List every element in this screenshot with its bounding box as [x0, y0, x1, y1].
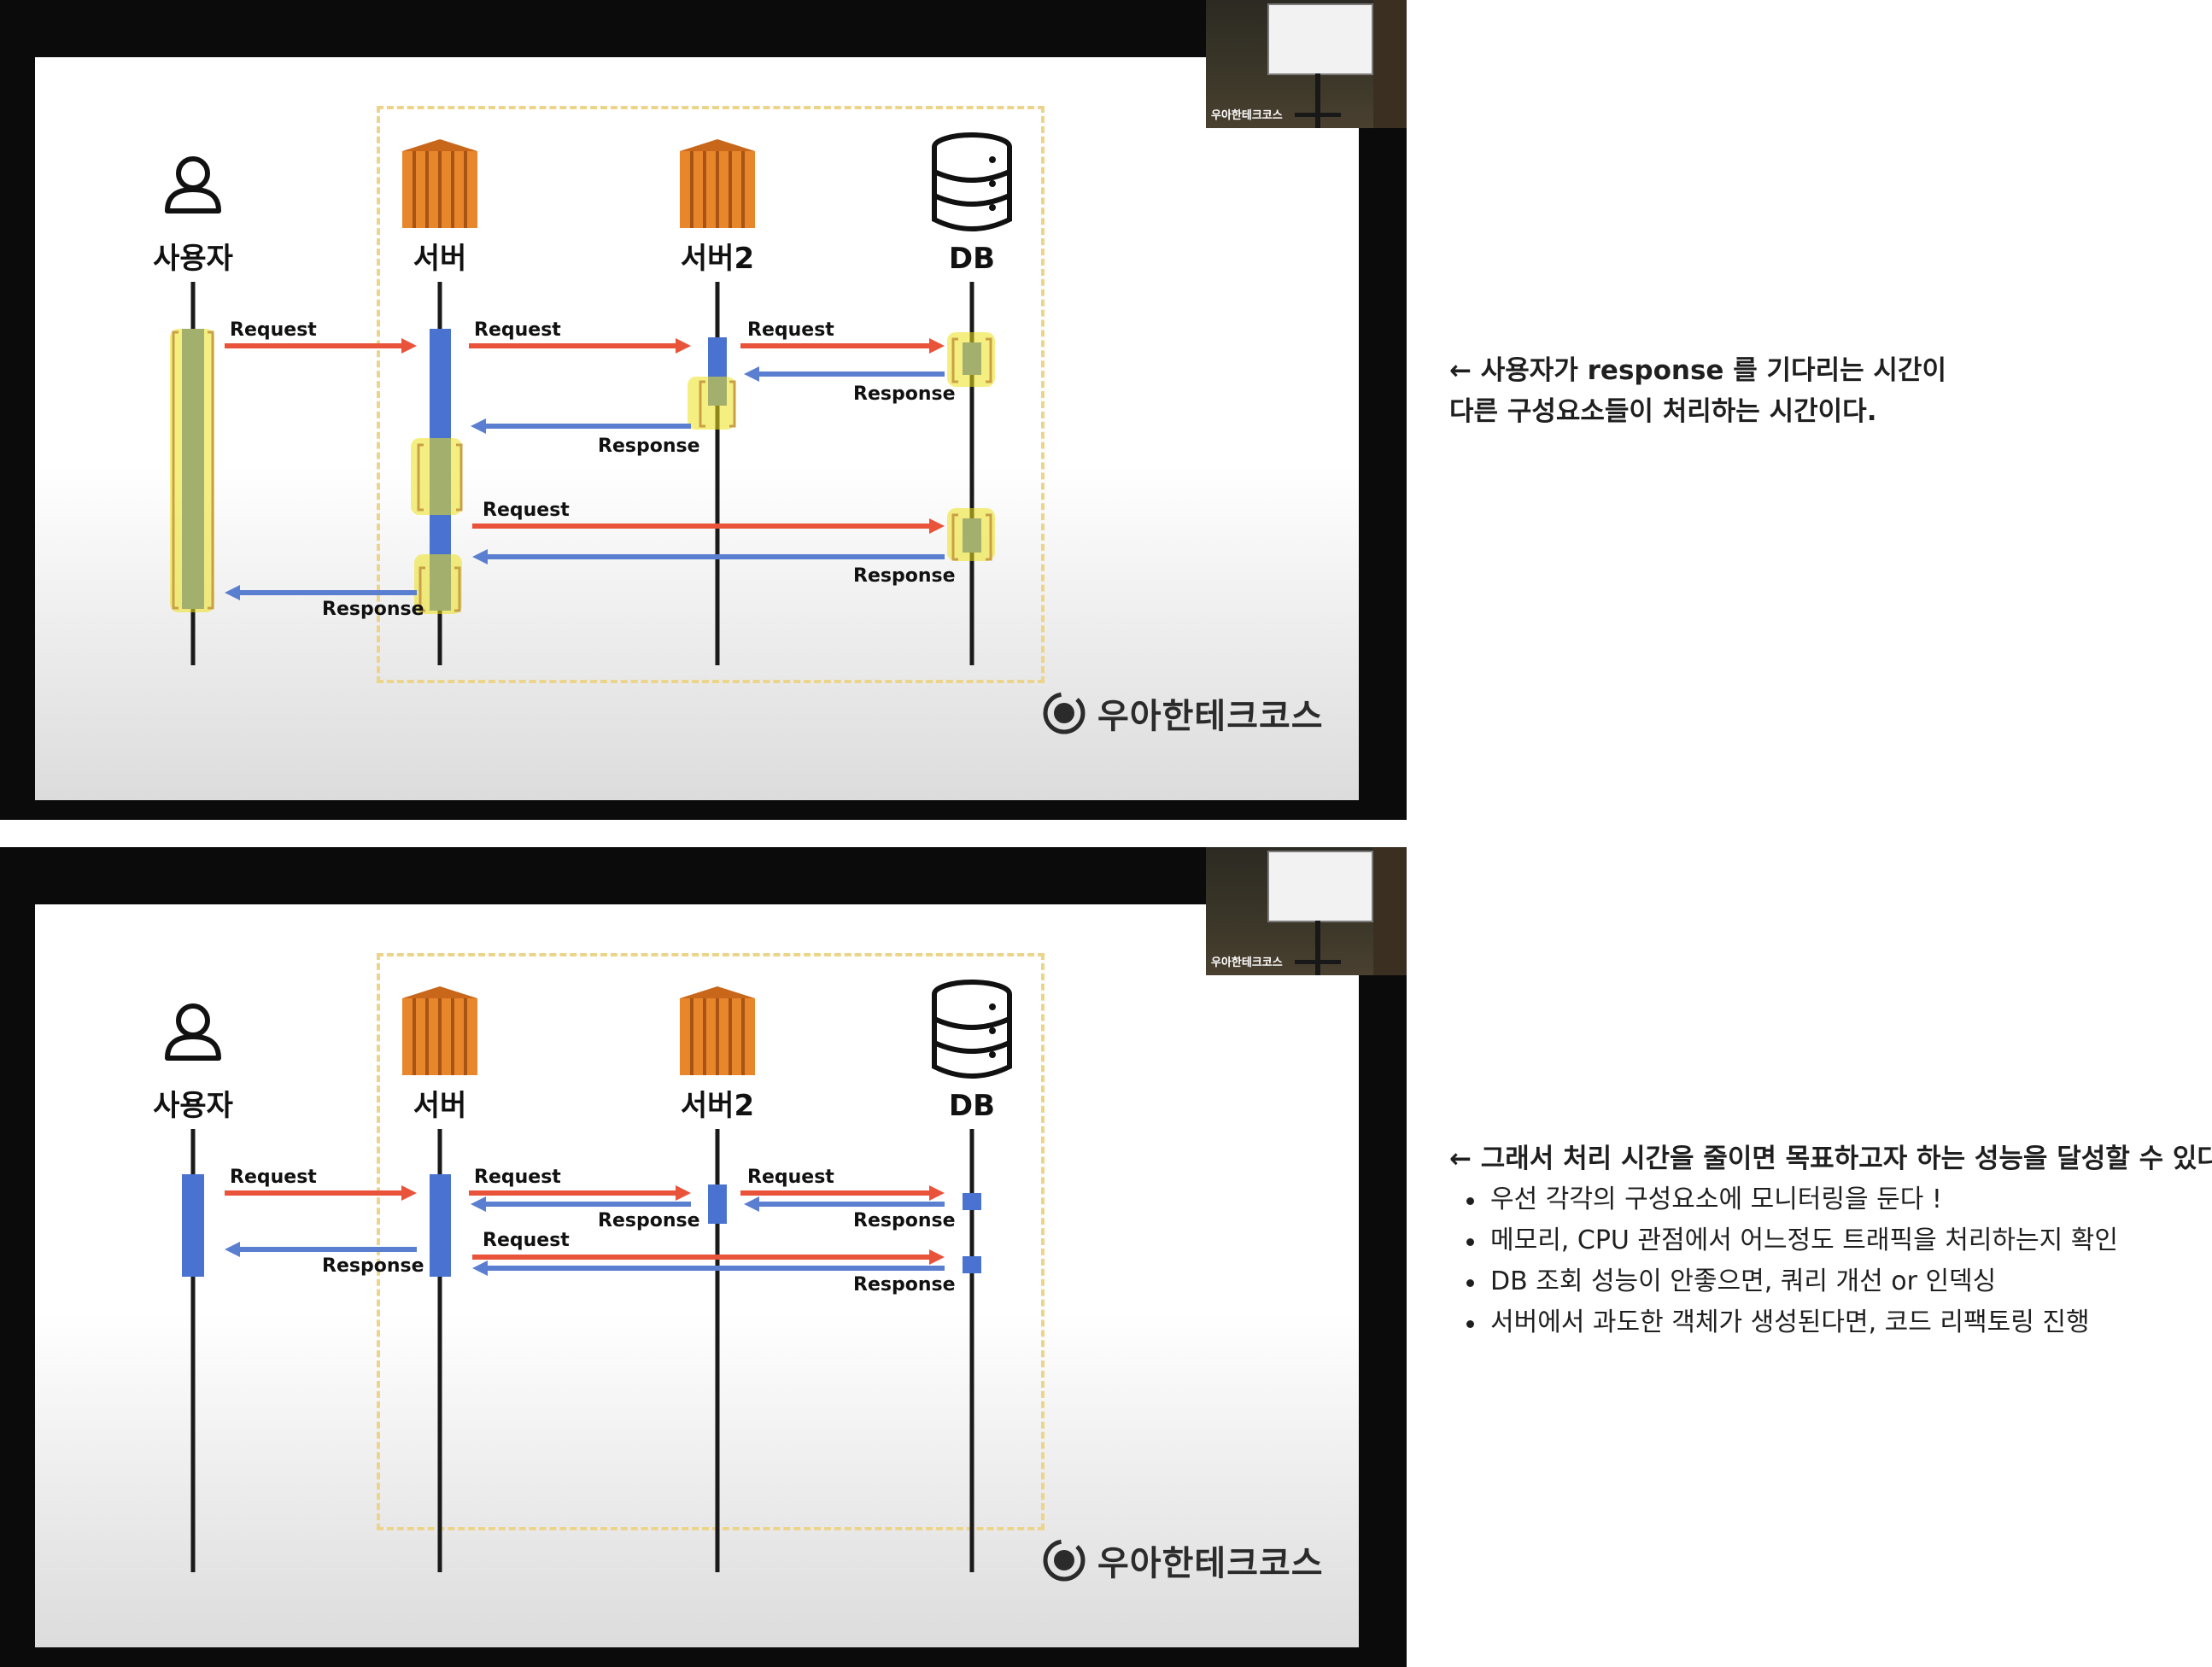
activation-bar — [963, 1256, 981, 1273]
activation-bar — [182, 1174, 204, 1277]
camera-screen — [1267, 3, 1373, 75]
time-bracket — [418, 566, 461, 612]
message-label: Request — [474, 1167, 561, 1188]
message-label: Request — [747, 319, 834, 341]
note-2-heading: ← 그래서 처리 시간을 줄이면 목표하고자 하는 성능을 달성할 수 있다. — [1449, 1144, 2212, 1174]
camera-label: 우아한테크코스 — [1211, 956, 1283, 969]
presenter-camera: 우아한테크코스 — [1206, 0, 1407, 128]
brand-logo: 우아한테크코스 — [1041, 1533, 1324, 1588]
brand-logo-icon — [1043, 1539, 1086, 1582]
database-icon — [932, 980, 1012, 1079]
wait-highlight — [414, 554, 462, 614]
message-label: Request — [483, 500, 570, 521]
message-label: Response — [598, 436, 700, 457]
presenter — [1373, 847, 1407, 975]
arrow-head — [472, 549, 488, 564]
server-icon — [680, 986, 755, 1075]
message-label: Request — [474, 319, 561, 341]
message-label: Response — [853, 565, 956, 587]
time-bracket — [951, 337, 992, 383]
actor-label: 서버2 — [681, 1089, 754, 1123]
note-2-list: 우선 각각의 구성요소에 모니터링을 둔다 ! 메모리, CPU 관점에서 어느… — [1449, 1179, 2212, 1343]
message-label: Response — [853, 1274, 956, 1296]
activation-bar — [430, 1174, 451, 1277]
arrow-head — [929, 338, 945, 354]
note-1-line-2: 다른 구성요소들이 처리하는 시간이다. — [1449, 396, 1877, 427]
arrow-head — [225, 1242, 240, 1257]
message-label: Request — [483, 1230, 570, 1251]
wait-highlight — [170, 329, 214, 612]
list-item: 메모리, CPU 관점에서 어느정도 트래픽을 처리하는지 확인 — [1466, 1220, 2212, 1261]
actor-label: DB — [949, 242, 995, 276]
note-1-line-1: ← 사용자가 response 를 기다리는 시간이 — [1449, 355, 1946, 386]
activation-bar — [963, 1193, 981, 1210]
arrow-head — [225, 585, 240, 600]
actor-label: 사용자 — [153, 242, 233, 276]
activation-bar — [708, 1184, 727, 1224]
server-icon — [680, 139, 755, 228]
message-label: Request — [230, 1167, 317, 1188]
list-item: 서버에서 과도한 객체가 생성된다면, 코드 리팩토링 진행 — [1466, 1302, 2212, 1343]
server-icon — [402, 986, 477, 1075]
camera-screen — [1267, 851, 1373, 922]
camera-label: 우아한테크코스 — [1211, 109, 1283, 122]
server-icon — [402, 139, 477, 228]
time-bracket — [951, 513, 992, 561]
presenter-camera: 우아한테크코스 — [1206, 847, 1407, 975]
note-2: ← 그래서 처리 시간을 줄이면 목표하고자 하는 성능을 달성할 수 있다. … — [1449, 1138, 2212, 1343]
presenter — [1373, 0, 1407, 128]
brand-logo-icon — [1043, 692, 1086, 734]
user-icon — [165, 1003, 221, 1061]
time-bracket — [699, 380, 736, 428]
arrow-head — [929, 1185, 945, 1201]
arrow-head — [744, 366, 759, 382]
server-group-box — [377, 106, 1045, 683]
message-label: Response — [853, 383, 956, 405]
wait-highlight — [411, 438, 462, 515]
actor-label: 서버 — [413, 1089, 467, 1123]
actor-label: 서버2 — [681, 242, 754, 276]
wait-highlight — [688, 377, 735, 430]
user-icon — [165, 156, 221, 213]
arrow-head — [471, 1196, 486, 1212]
brand-name: 우아한테크코스 — [1097, 1544, 1324, 1583]
time-bracket — [172, 330, 214, 610]
arrow-head — [471, 418, 486, 434]
message-label: Request — [230, 319, 317, 341]
wait-highlight — [947, 332, 995, 387]
database-icon — [932, 132, 1012, 231]
arrow-head — [676, 338, 691, 354]
arrow-head — [929, 1249, 945, 1265]
arrow-head — [929, 518, 945, 534]
arrow-head — [676, 1185, 691, 1201]
message-label: Response — [322, 599, 424, 620]
message-label: Response — [853, 1210, 956, 1231]
brand-name: 우아한테크코스 — [1097, 697, 1324, 736]
arrow-head — [401, 338, 417, 354]
list-item: 우선 각각의 구성요소에 모니터링을 둔다 ! — [1466, 1179, 2212, 1220]
actor-label: 서버 — [413, 242, 467, 276]
wait-highlight — [947, 508, 995, 561]
message-label: Request — [747, 1167, 834, 1188]
arrow-head — [401, 1185, 417, 1201]
message-label: Response — [322, 1255, 424, 1277]
arrow-head — [472, 1260, 488, 1276]
actor-label: 사용자 — [153, 1089, 233, 1123]
brand-logo: 우아한테크코스 — [1041, 686, 1324, 740]
list-item: DB 조회 성능이 안좋으면, 쿼리 개선 or 인덱싱 — [1466, 1261, 2212, 1302]
message-label: Response — [598, 1210, 700, 1231]
server-group-box — [377, 953, 1045, 1530]
note-1: ← 사용자가 response 를 기다리는 시간이 다른 구성요소들이 처리하… — [1449, 350, 1946, 432]
arrow-head — [744, 1196, 759, 1212]
time-bracket — [417, 443, 463, 512]
actor-label: DB — [949, 1089, 995, 1123]
